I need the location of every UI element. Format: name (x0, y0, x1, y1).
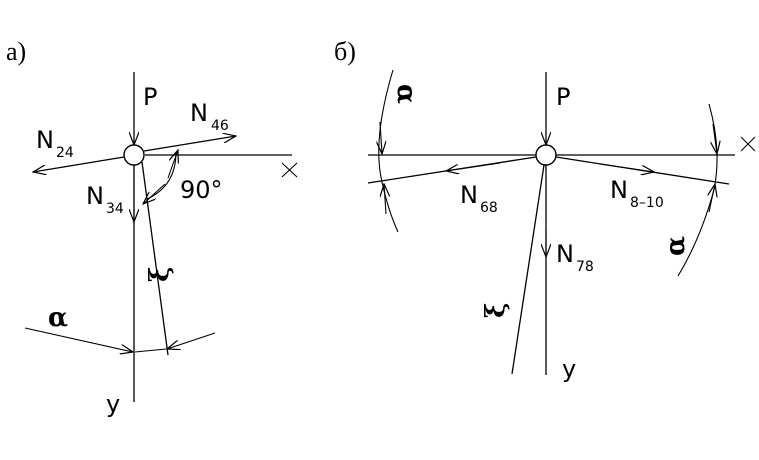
panel-b-x-mark (740, 136, 756, 152)
panel-a-node (123, 144, 145, 166)
panel-b-n810-label: N (610, 176, 628, 204)
panel-b-n68-arrow (446, 162, 501, 171)
panel-b-left-alpha-arrow-down (380, 121, 382, 154)
panel-b-n68-sub: 68 (480, 200, 498, 216)
panel-a-n24-sub: 24 (56, 145, 74, 161)
panel-b-xi-label: ξ (481, 303, 511, 318)
panel-a-n34-label: N (86, 182, 104, 210)
panel-b-n68-label: N (460, 181, 478, 209)
panel-a-xi-axis (141, 161, 169, 356)
panel-a-load-label: P (143, 83, 157, 111)
panel-b-n78-label: N (556, 240, 574, 268)
panel-b-left-alpha-label: α (391, 84, 421, 104)
panel-a-x-mark (281, 162, 298, 178)
panel-b-n810-arrow (599, 163, 654, 172)
panel-a-n46-arrow (143, 136, 236, 152)
panel-a-angle-arrow-up (167, 150, 178, 179)
panel-a-label: а) (6, 37, 26, 66)
panel-a: а) P N 24 N 46 N 34 ξ 90° (6, 37, 298, 418)
panel-b-right-alpha-label: α (661, 236, 691, 256)
panel-a-alpha-arrow-left (24, 327, 133, 352)
panel-a-alpha-arrow-right (167, 332, 216, 349)
panel-a-right-angle-arc (146, 151, 177, 200)
panel-b-n810-sub: 8–10 (630, 195, 664, 211)
panel-b-right-alpha-arrow-up (709, 184, 715, 213)
panel-b-node (535, 144, 557, 166)
panel-a-n34-sub: 34 (106, 201, 124, 217)
panel-b-left-alpha-arrow-up (384, 184, 386, 215)
panel-b-y-label: y (562, 355, 576, 383)
panel-b-right-alpha-arrow-down (713, 123, 717, 154)
panel-a-n46-label: N (190, 99, 208, 127)
panel-b: б) y P N 68 N 8–10 N 78 ξ α (334, 37, 756, 383)
panel-a-xi-label: ξ (145, 267, 175, 282)
panel-b-left-alpha-arc (378, 69, 399, 233)
panel-b-n78-sub: 78 (576, 259, 594, 275)
panel-b-xi-axis (511, 164, 545, 375)
panel-b-label: б) (334, 37, 356, 66)
panel-a-alpha-arc (134, 348, 167, 353)
panel-b-load-label: P (556, 83, 570, 111)
panel-a-alpha-label: α (48, 303, 68, 333)
panel-a-angle-arrow-down (143, 183, 166, 204)
panel-a-n24-label: N (36, 126, 54, 154)
panel-a-y-label: y (106, 390, 120, 418)
panel-a-angle-label: 90° (180, 176, 223, 204)
panel-a-n24-arrow (33, 156, 125, 172)
panel-a-n46-sub: 46 (211, 118, 229, 134)
